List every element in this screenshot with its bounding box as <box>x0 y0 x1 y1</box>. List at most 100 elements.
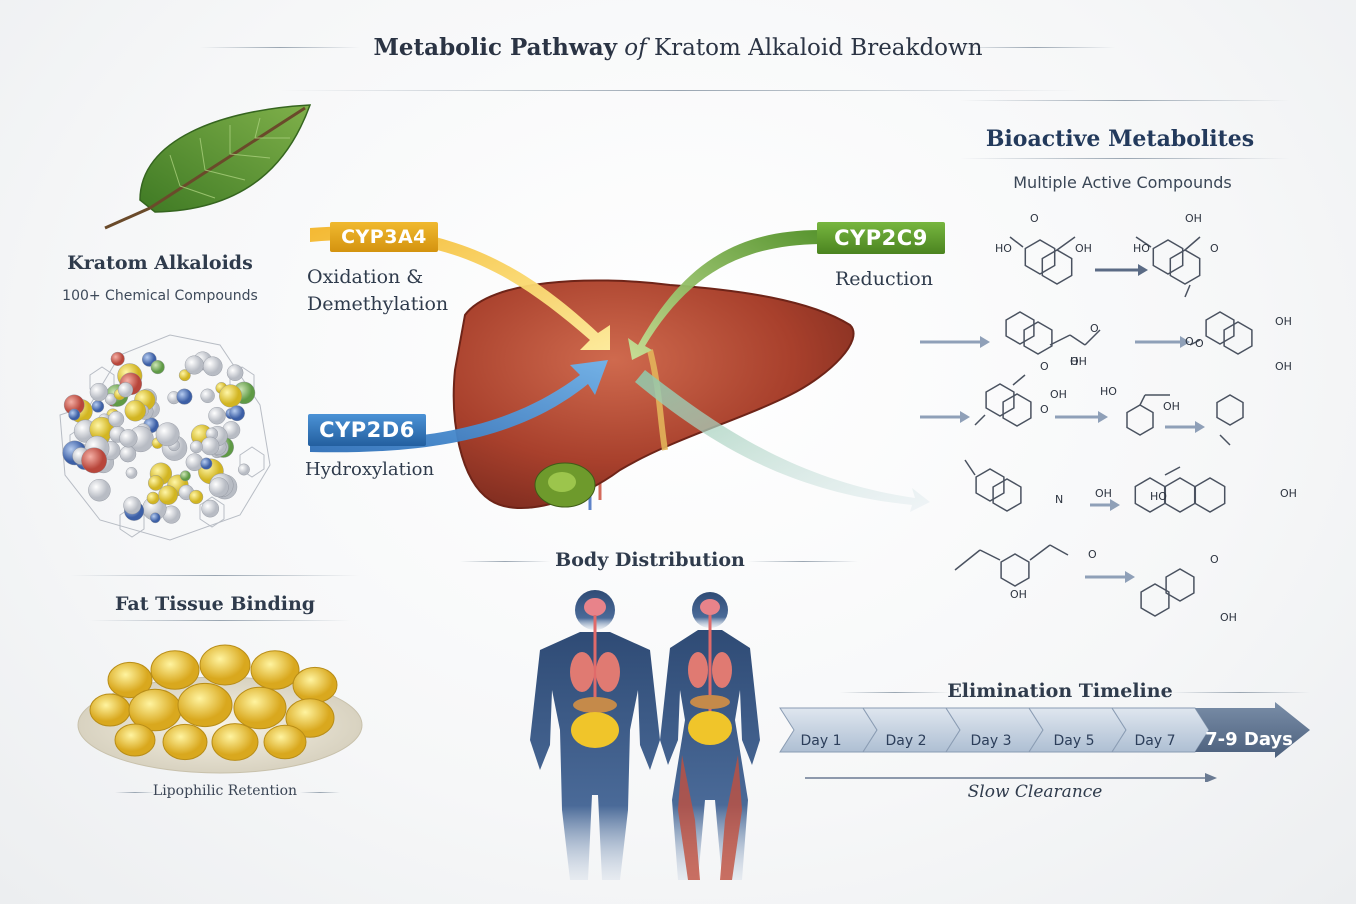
fat-cell <box>285 698 335 738</box>
molecule-atom <box>200 388 215 404</box>
molecule-ring <box>1223 321 1253 355</box>
molecule-bond <box>974 414 986 426</box>
atom-label: OH <box>1280 487 1297 500</box>
molecule-atom <box>189 440 203 454</box>
atom-label: O <box>1210 242 1219 255</box>
timeline-day-2: Day 2 <box>885 733 927 749</box>
fat-cell <box>292 666 338 704</box>
fat-tissue-icon <box>77 644 363 774</box>
atom-label: OH <box>1163 400 1180 413</box>
atom-label: OH <box>1075 242 1092 255</box>
timeline-day-final: 7-9 Days <box>1205 729 1293 750</box>
timeline-day-5: Day 5 <box>1053 733 1095 749</box>
alkaloid-molecule-cluster-icon <box>59 334 271 541</box>
molecule-bond <box>1189 339 1201 346</box>
molecule-atom <box>226 364 244 381</box>
molecule-atom <box>200 436 220 456</box>
molecule-atom <box>117 382 134 398</box>
title-rule-right <box>955 47 1115 48</box>
molecule-atom <box>200 457 213 470</box>
fat-caption: Lipophilic Retention <box>152 783 298 799</box>
atom-label: OH <box>1095 487 1112 500</box>
molecule-atom <box>176 388 193 405</box>
fat-cell <box>250 650 300 690</box>
molecule-atom <box>124 399 147 422</box>
atom-label: N <box>1055 493 1063 506</box>
atom-label: OH <box>1070 355 1087 368</box>
reaction-arrow <box>1095 264 1148 276</box>
timeline-day-7: Day 7 <box>1134 733 1176 749</box>
title-rule-left <box>200 47 360 48</box>
molecule-atom <box>110 351 125 366</box>
molecule-bond <box>1084 329 1101 346</box>
metabolites-rule-bottom <box>960 158 1290 159</box>
molecule-ring <box>1140 583 1170 617</box>
molecule-bond <box>1029 544 1051 561</box>
timeline-rule-left <box>840 692 950 693</box>
molecule-bond <box>1219 434 1231 446</box>
molecule-atom <box>119 445 137 463</box>
alkaloids-subtitle: 100+ Chemical Compounds <box>62 288 258 304</box>
molecule-atom <box>237 463 250 476</box>
body-rule-right <box>748 561 858 562</box>
molecule-ring <box>1152 239 1184 275</box>
body-title: Body Distribution <box>555 549 745 571</box>
molecule-atom <box>208 477 229 498</box>
molecule-bond <box>1069 334 1086 346</box>
fat-cell <box>233 686 287 730</box>
reaction-arrow <box>1055 411 1108 423</box>
molecule-bond <box>1184 284 1191 298</box>
atom-label: OH <box>1275 315 1292 328</box>
fat-cell <box>177 682 233 728</box>
lipo-rule-right <box>300 792 340 793</box>
molecule-ring <box>975 468 1005 502</box>
female-figure-icon <box>660 592 760 880</box>
atom-label: O <box>1195 337 1204 350</box>
molecule-atom <box>229 405 245 422</box>
timeline-day-3: Day 3 <box>970 733 1012 749</box>
molecule-ring <box>1205 311 1235 345</box>
molecule-atom <box>123 496 142 515</box>
molecule-atom <box>184 355 204 375</box>
molecule-atom <box>208 406 226 425</box>
body-rule-left <box>460 561 550 562</box>
molecule-bond <box>1139 394 1146 406</box>
timeline-rule-right <box>1170 692 1310 693</box>
atom-label: HO <box>1150 490 1167 503</box>
atom-label: OH <box>1275 360 1292 373</box>
atom-label: OH <box>1185 212 1202 225</box>
molecule-bond <box>1049 334 1071 346</box>
title-underline <box>280 90 1080 91</box>
molecule-ring <box>1000 553 1030 587</box>
molecule-ring <box>1164 477 1196 513</box>
molecule-atom <box>158 485 178 505</box>
title-bold: Metabolic Pathway <box>373 34 617 61</box>
atom-label: O <box>1210 553 1219 566</box>
reaction-arrow <box>1090 499 1120 511</box>
molecule-ring <box>1005 311 1035 345</box>
molecule-atom <box>179 470 191 482</box>
molecule-bond <box>964 459 976 476</box>
fat-cell <box>162 723 208 761</box>
molecule-ring <box>1023 321 1053 355</box>
molecule-ring <box>992 478 1022 512</box>
body-distribution-figures <box>530 590 760 880</box>
molecule-ring <box>1024 239 1056 275</box>
molecule-bond <box>1184 236 1201 251</box>
fat-cell <box>107 661 153 699</box>
fat-cell <box>89 693 131 727</box>
alkaloids-title: Kratom Alkaloids <box>67 252 253 274</box>
reaction-arrow <box>1135 336 1190 348</box>
molecule-bond <box>979 549 1001 561</box>
molecule-ring <box>1002 393 1032 427</box>
molecule-ring <box>1194 477 1226 513</box>
molecule-atom <box>148 475 164 491</box>
kratom-leaf-icon <box>104 104 312 230</box>
molecule-bond <box>1049 544 1069 556</box>
molecule-atom <box>178 369 191 382</box>
metabolites-rule-top <box>960 100 1290 101</box>
timeline-final-arrow <box>1195 702 1310 758</box>
molecule-atom <box>91 400 105 413</box>
molecule-atom <box>89 382 108 402</box>
